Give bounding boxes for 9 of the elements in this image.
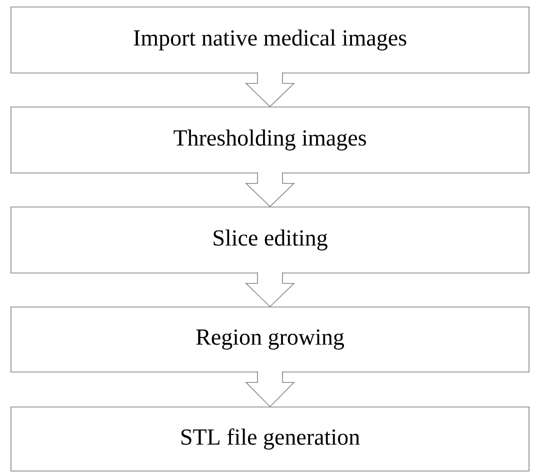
process-box: Slice editing xyxy=(10,206,530,274)
process-box: Region growing xyxy=(10,306,530,372)
process-box: Thresholding images xyxy=(10,106,530,174)
block-arrow xyxy=(245,272,295,308)
block-arrow xyxy=(245,371,295,408)
process-box: STL file generation xyxy=(10,406,530,472)
block-arrow xyxy=(245,72,295,108)
process-box: Import native medical images xyxy=(10,6,530,74)
block-arrow xyxy=(245,172,295,208)
